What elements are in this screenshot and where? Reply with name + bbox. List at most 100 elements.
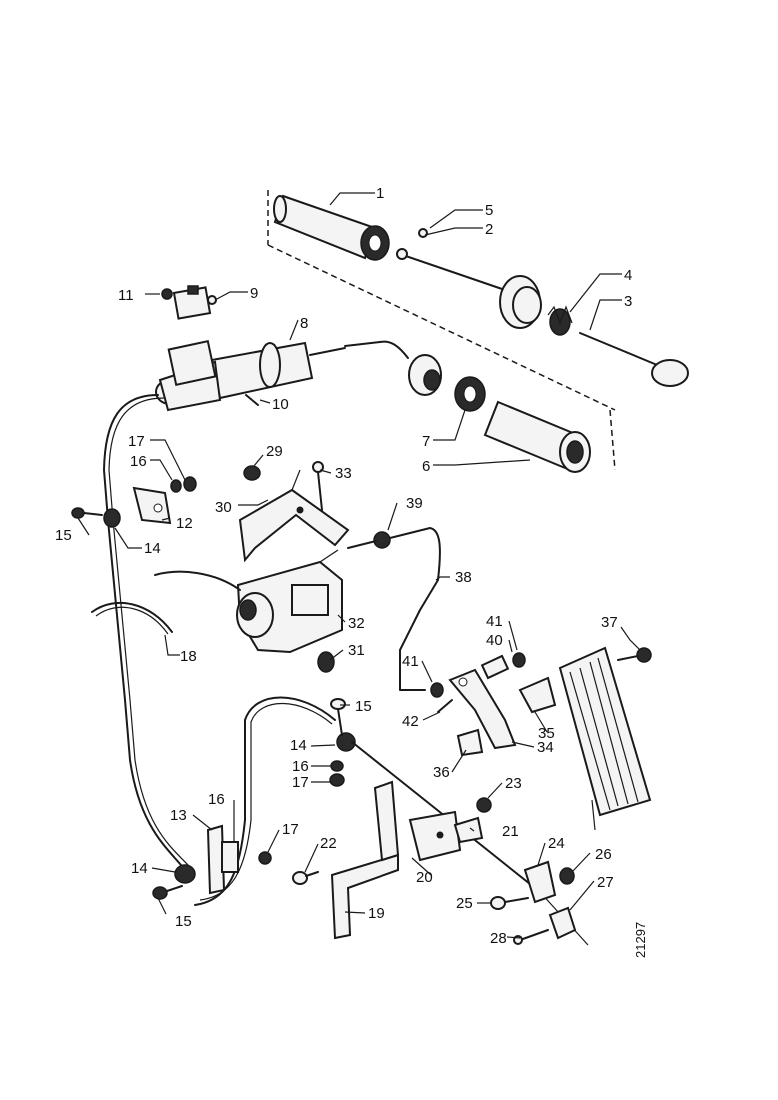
part-16-washer-upper <box>170 479 182 493</box>
callout-14-lower: 14 <box>131 860 148 877</box>
part-14-clamp-lower <box>174 864 196 884</box>
part-8-master-cylinder <box>155 340 381 412</box>
callout-2: 2 <box>485 221 493 238</box>
callout-40: 40 <box>486 632 503 649</box>
callout-23: 23 <box>505 775 522 792</box>
part-10-screw <box>245 394 259 406</box>
part-29-nut <box>243 465 261 481</box>
part-15-bolt-middle <box>330 698 346 736</box>
part-37-screw <box>636 647 652 663</box>
part-11-nut <box>161 288 173 300</box>
callout-24: 24 <box>548 835 565 852</box>
hydraulic-hose-left <box>103 394 186 871</box>
callout-38: 38 <box>455 569 472 586</box>
part-15-bolt-upper <box>71 507 85 519</box>
leader-lines <box>77 192 641 939</box>
part-39-fitting <box>373 531 391 549</box>
part-27-clevis <box>548 906 577 940</box>
callout-4: 4 <box>624 267 632 284</box>
part-41-washer-left <box>430 682 444 698</box>
part-31-fitting <box>317 651 335 673</box>
drawing-number: 21297 <box>633 922 648 958</box>
callout-17-middle: 17 <box>292 774 309 791</box>
callout-labels: 1 2 3 4 5 6 7 8 9 10 11 12 13 14 14 14 1… <box>55 185 632 947</box>
part-22-bolt <box>292 871 319 885</box>
callout-27: 27 <box>597 874 614 891</box>
part-7-nut <box>454 376 486 412</box>
callout-41-upper: 41 <box>486 613 503 630</box>
callout-1: 1 <box>376 185 384 202</box>
part-4-piston-spring <box>499 275 573 336</box>
part-13-bracket <box>206 824 226 895</box>
part-23-nut <box>476 797 492 813</box>
middle-assembly-group <box>71 394 441 871</box>
hose-to-valve <box>154 570 241 591</box>
part-42-bolt <box>437 699 453 713</box>
callout-31: 31 <box>348 642 365 659</box>
callout-8: 8 <box>300 315 308 332</box>
callout-13: 13 <box>170 807 187 824</box>
master-cylinder-exploded-group <box>155 190 689 473</box>
part-35-bracket <box>518 676 557 714</box>
callout-17-upper: 17 <box>128 433 145 450</box>
callout-14-upper: 14 <box>144 540 161 557</box>
part-19-z-bracket <box>330 853 399 940</box>
part-16-plate-lower <box>221 841 239 873</box>
part-34-pedal-arm <box>448 668 517 750</box>
callout-16-middle: 16 <box>292 758 309 775</box>
callout-15-upper: 15 <box>55 527 72 544</box>
part-15-bolt-lower <box>152 886 168 900</box>
callout-29: 29 <box>266 443 283 460</box>
callout-5: 5 <box>485 202 493 219</box>
part-40-spacer <box>480 654 510 680</box>
callout-18: 18 <box>180 648 197 665</box>
assembly-boundary-bottom <box>267 244 616 411</box>
callout-20: 20 <box>416 869 433 886</box>
assembly-boundary-right <box>609 409 616 471</box>
hydraulic-hose-left-inner <box>108 397 190 867</box>
part-14-clamp-middle <box>336 732 356 752</box>
callout-22: 22 <box>320 835 337 852</box>
callout-39: 39 <box>406 495 423 512</box>
part-3-push-rod <box>579 332 689 387</box>
callout-41-lower: 41 <box>402 653 419 670</box>
part-5-ball <box>418 228 428 238</box>
callout-9: 9 <box>250 285 258 302</box>
part-33-bolt <box>312 461 324 511</box>
part-36-plate <box>456 728 484 757</box>
part-37-pedal-pad <box>558 646 652 831</box>
part-1-cylinder-tube <box>273 194 390 261</box>
callout-17-lower: 17 <box>282 821 299 838</box>
callout-21: 21 <box>502 823 519 840</box>
part-9-switch <box>172 285 217 320</box>
callout-16-lower: 16 <box>208 791 225 808</box>
callout-35: 35 <box>538 725 555 742</box>
part-26-nut <box>559 867 575 885</box>
callout-7: 7 <box>422 433 430 450</box>
callout-33: 33 <box>335 465 352 482</box>
part-6-boot <box>483 400 591 473</box>
part-17-nut-middle <box>329 773 345 787</box>
callout-19: 19 <box>368 905 385 922</box>
callout-15-middle: 15 <box>355 698 372 715</box>
callout-14-middle: 14 <box>290 737 307 754</box>
part-14-clamp-upper <box>103 508 121 528</box>
callout-11: 11 <box>118 287 134 304</box>
callout-34: 34 <box>537 739 554 756</box>
callout-25: 25 <box>456 895 473 912</box>
part-41-washer-right <box>512 652 526 668</box>
part-21-lever-bracket <box>453 816 484 844</box>
callout-32: 32 <box>348 615 365 632</box>
part-18-shield <box>91 601 173 633</box>
callout-12: 12 <box>176 515 193 532</box>
part-30-mounting-bracket <box>238 469 350 563</box>
callout-3: 3 <box>624 293 632 310</box>
callout-15-lower: 15 <box>175 913 192 930</box>
callout-6: 6 <box>422 458 430 475</box>
part-17-nut-lower <box>258 851 272 865</box>
part-25-bolt <box>490 896 529 910</box>
callout-26: 26 <box>595 846 612 863</box>
part-16-washer-middle <box>330 760 344 772</box>
hose-upper <box>379 340 409 359</box>
